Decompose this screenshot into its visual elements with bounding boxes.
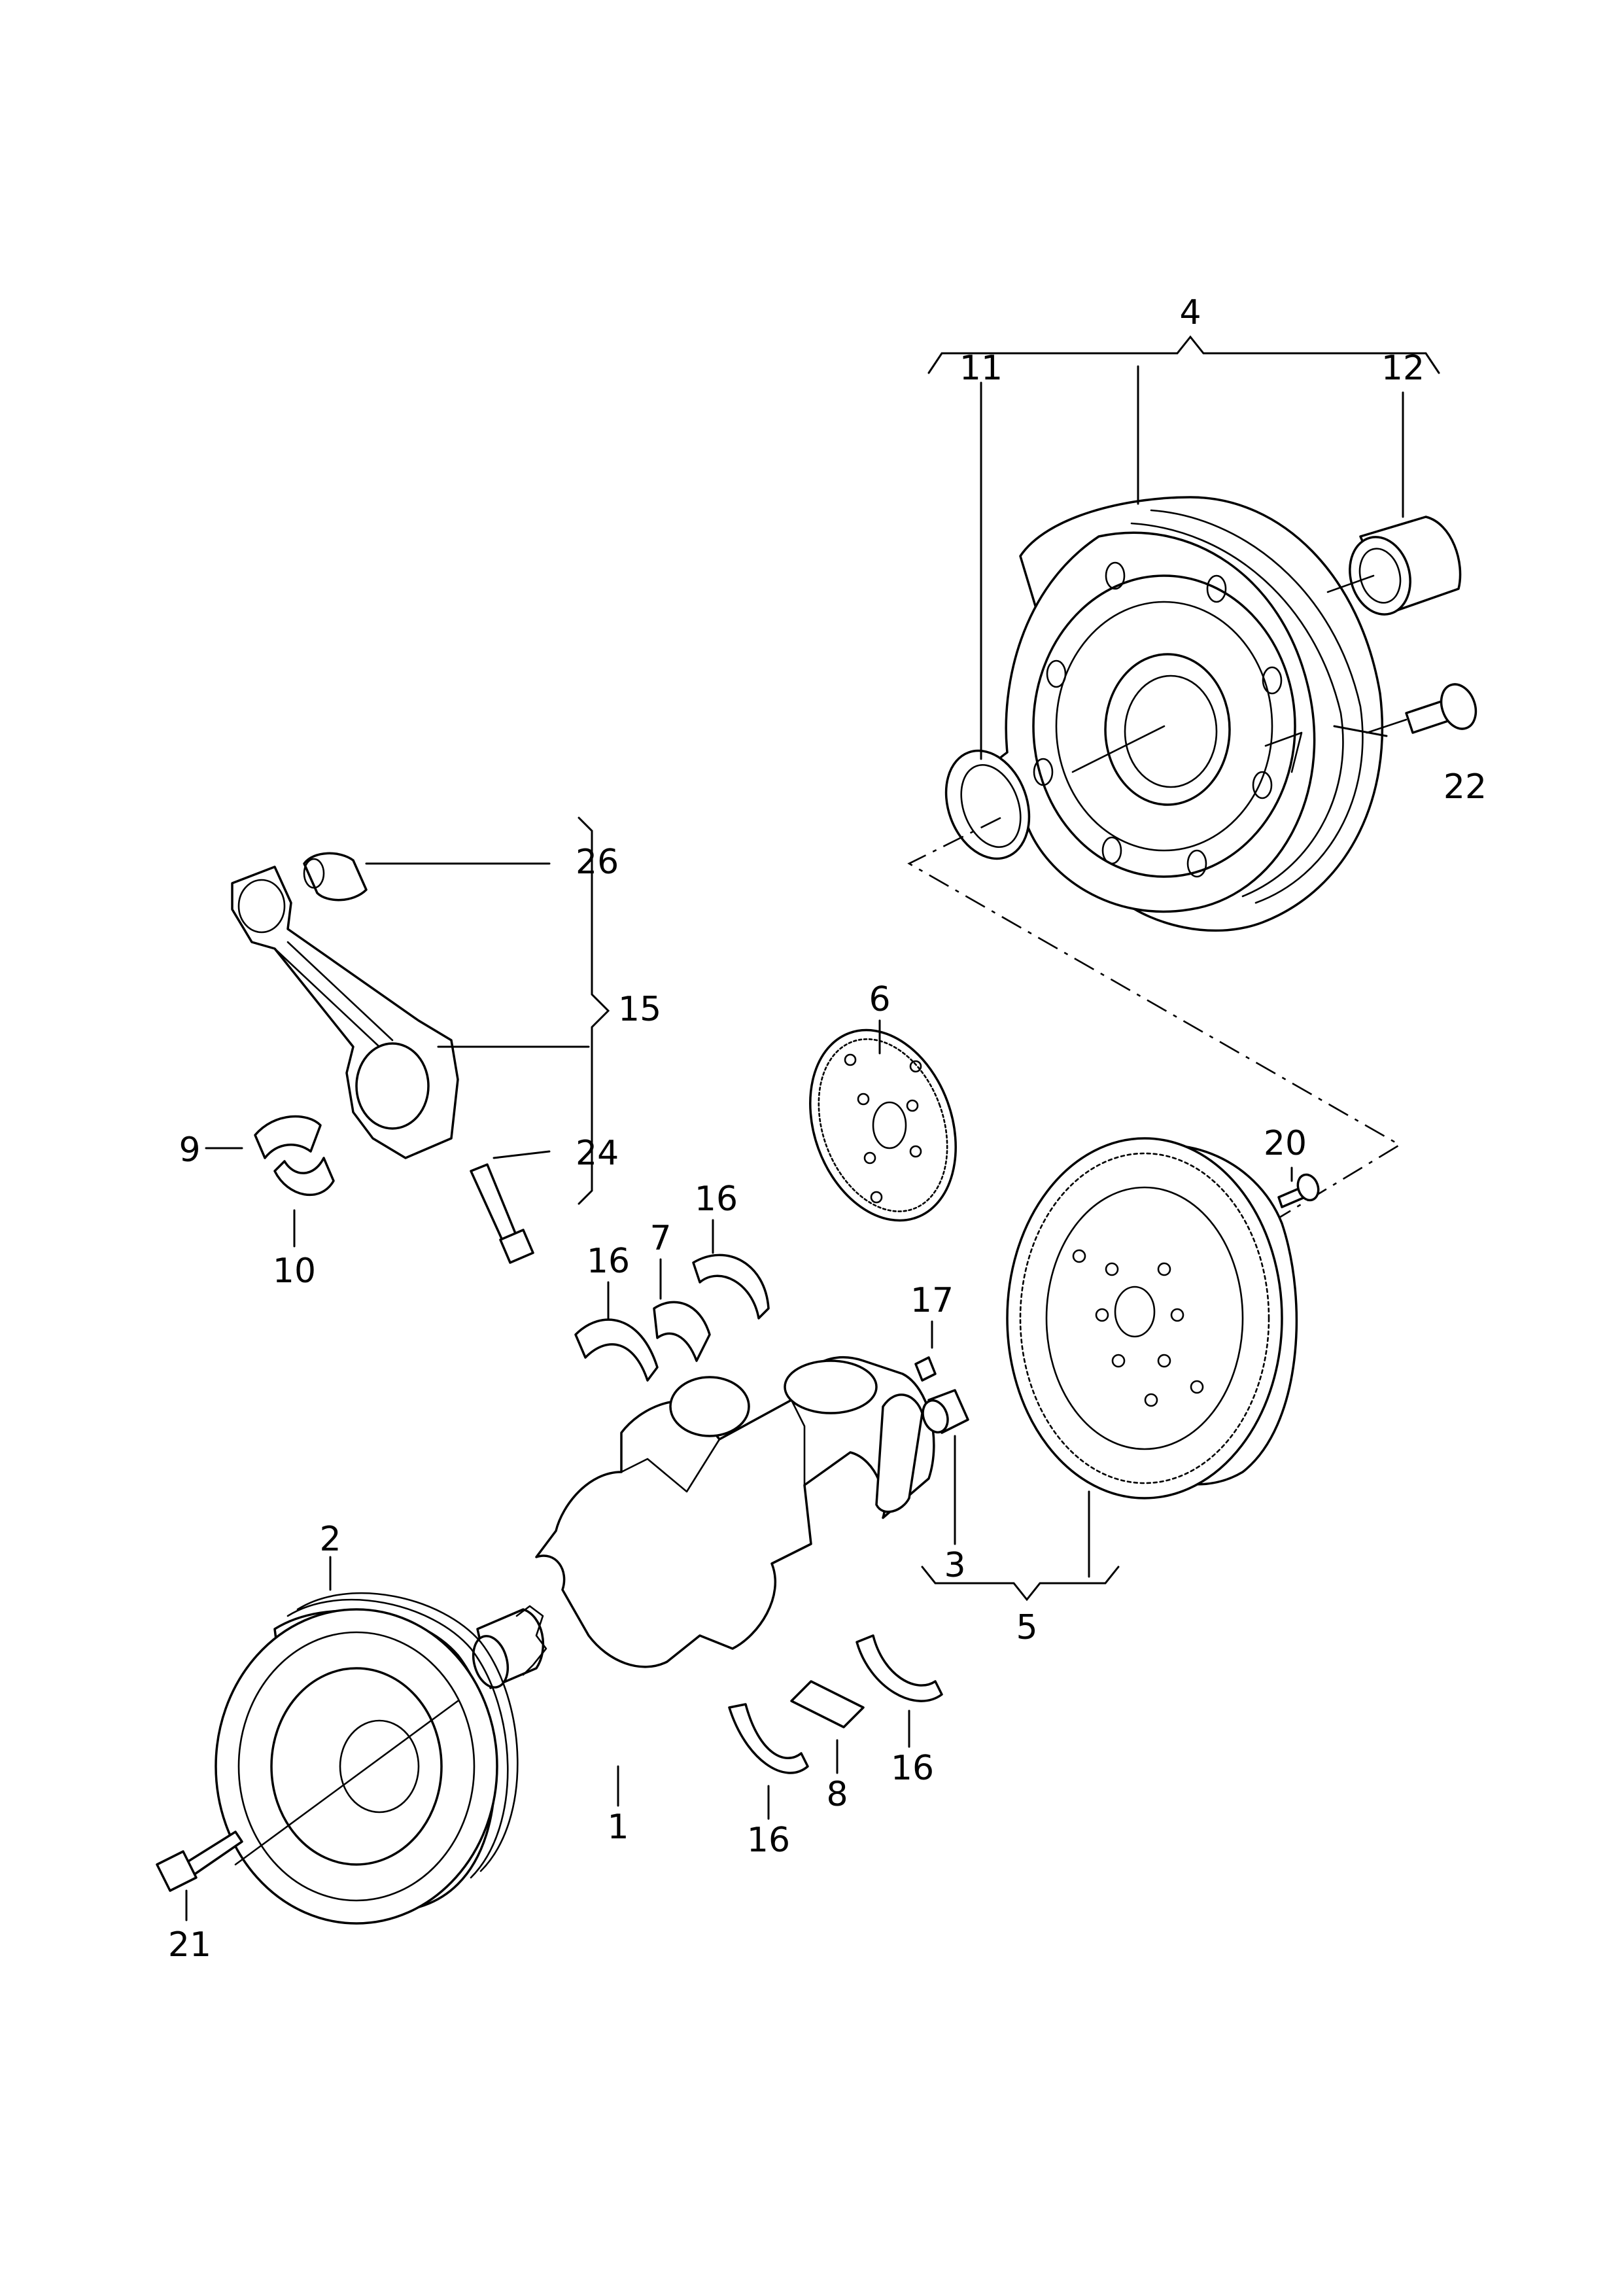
crankshaft	[472, 1356, 935, 1807]
callout-16-lower-left: 16	[747, 1821, 790, 1860]
lower-thrust-washers	[728, 1634, 943, 1820]
callout-11: 11	[959, 349, 1003, 388]
drive-plate	[809, 1019, 957, 1222]
callout-9: 9	[179, 1130, 200, 1170]
upper-thrust-washers	[574, 1219, 770, 1382]
callout-22: 22	[1443, 767, 1487, 807]
callout-3: 3	[944, 1546, 965, 1585]
callout-4: 4	[1179, 293, 1201, 332]
callout-15: 15	[618, 990, 661, 1029]
callout-4-bracket	[927, 335, 1440, 760]
vibration-damper	[215, 1556, 519, 1925]
callout-20: 20	[1264, 1124, 1307, 1163]
pilot-bush	[922, 1389, 969, 1545]
callout-5-bracket	[921, 1566, 1120, 1602]
flywheel	[1006, 1137, 1298, 1578]
dual-mass-flywheel	[976, 496, 1383, 932]
callout-6: 6	[869, 980, 890, 1019]
dowel-pin	[914, 1320, 937, 1382]
callout-24: 24	[576, 1134, 619, 1173]
callout-17: 17	[910, 1281, 954, 1320]
conrod-bearing-shells	[205, 1115, 335, 1248]
callout-26: 26	[576, 843, 619, 882]
callout-5: 5	[1016, 1608, 1037, 1647]
damper-bolt	[156, 1831, 243, 1921]
callout-10: 10	[273, 1252, 316, 1291]
callout-7: 7	[649, 1219, 671, 1258]
callout-16-upper-right: 16	[695, 1180, 738, 1219]
callout-15-bracket	[578, 816, 610, 1205]
callout-16-upper-left: 16	[587, 1242, 630, 1281]
needle-bearing	[1326, 516, 1462, 616]
connecting-rod	[231, 852, 590, 1264]
callout-21: 21	[168, 1925, 211, 1965]
callout-2: 2	[319, 1520, 341, 1559]
callout-8: 8	[826, 1775, 848, 1814]
flywheel-bolt-20	[1277, 1166, 1320, 1208]
seal-ring	[944, 749, 1031, 860]
callout-16-lower-right: 16	[891, 1749, 934, 1788]
callout-12: 12	[1381, 349, 1425, 388]
flywheel-bolt	[1333, 683, 1477, 737]
callout-1: 1	[607, 1808, 629, 1847]
